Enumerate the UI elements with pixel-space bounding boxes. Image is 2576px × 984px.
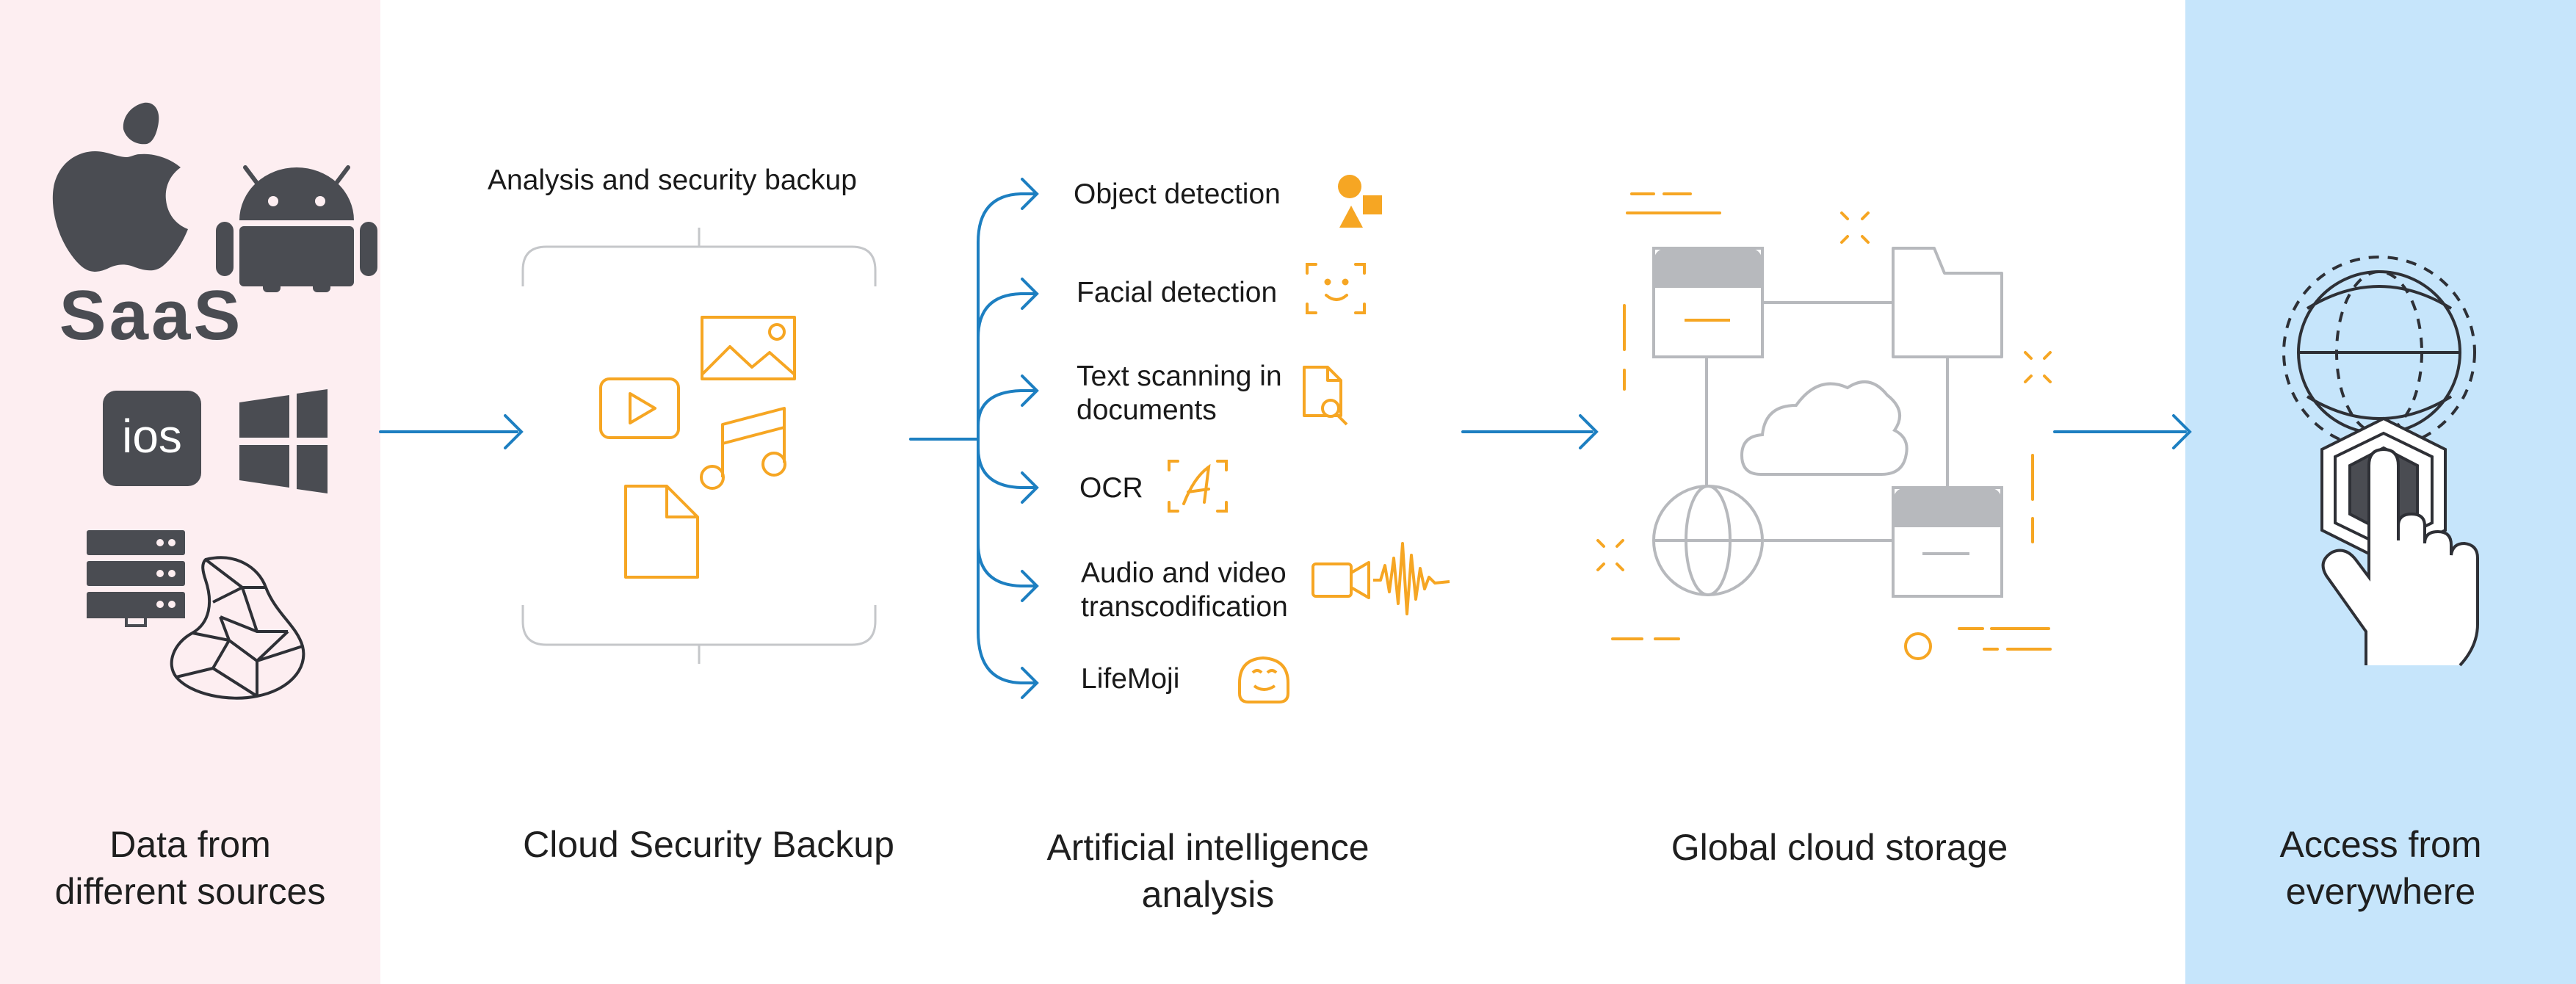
- decorative-dashes: [1596, 192, 2052, 660]
- ai-feature-lifemoji: LifeMoji: [1081, 662, 1179, 696]
- ai-feature-text-scanning: Text scanning in documents: [1077, 360, 1282, 427]
- image-icon: [701, 316, 796, 380]
- caption-line: different sources: [54, 871, 326, 912]
- flow-arrow-1: [379, 414, 524, 449]
- caption-access: Access from everywhere: [2185, 821, 2576, 915]
- caption-line: Data from: [109, 824, 271, 865]
- ai-feature-audio-video: Audio and video transcodification: [1081, 557, 1288, 624]
- document-search-icon: [1303, 366, 1348, 426]
- saas-logo: SaaS: [59, 276, 244, 355]
- backup-container: [521, 228, 877, 664]
- caption-line: everywhere: [2285, 871, 2476, 912]
- caption-backup: Cloud Security Backup: [448, 821, 969, 868]
- flow-arrow-3: [1461, 414, 1599, 449]
- document-icon: [624, 485, 699, 579]
- sources-panel: [0, 0, 380, 984]
- ai-branch-connector: [909, 178, 1039, 699]
- window-card-bottom: [1892, 486, 2003, 598]
- caption-line: Access from: [2279, 824, 2482, 865]
- face-scan-icon: [1306, 263, 1366, 314]
- ai-feature-label-line1: Text scanning in: [1077, 361, 1282, 392]
- video-waveform-icon: [1311, 542, 1450, 615]
- globe-node-icon: [1652, 485, 1764, 596]
- ocr-icon: [1168, 460, 1228, 513]
- caption-sources: Data from different sources: [0, 821, 380, 915]
- ai-feature-ocr: OCR: [1079, 471, 1143, 505]
- apple-icon: [52, 102, 189, 272]
- android-icon: [216, 165, 377, 292]
- hand-pointer-icon: [2321, 447, 2479, 667]
- ai-feature-label: Facial detection: [1077, 277, 1278, 308]
- ai-feature-label: Object detection: [1074, 178, 1281, 210]
- video-icon: [599, 377, 680, 439]
- shapes-icon: [1338, 175, 1382, 228]
- caption-line: Artificial intelligence: [1046, 827, 1370, 868]
- cloud-icon: [1740, 380, 1909, 476]
- window-card-top: [1652, 247, 1764, 358]
- windows-icon: [239, 389, 328, 493]
- ios-icon: ios: [103, 391, 201, 486]
- storage-network: [1596, 192, 2052, 660]
- folder-icon: [1892, 247, 2003, 358]
- ai-feature-facial-detection: Facial detection: [1077, 276, 1277, 310]
- ai-feature-label-line1: Audio and video: [1081, 557, 1287, 589]
- ai-feature-label: OCR: [1079, 472, 1143, 504]
- ai-feature-label-line2: documents: [1077, 394, 1217, 426]
- caption-line: analysis: [1141, 874, 1275, 915]
- ai-feature-label: LifeMoji: [1081, 663, 1180, 695]
- backup-subtitle: Analysis and security backup: [488, 164, 857, 196]
- caption-line: Global cloud storage: [1671, 827, 2008, 868]
- server-icon: [87, 530, 185, 627]
- ai-feature-object-detection: Object detection: [1074, 178, 1281, 211]
- database-icon: [170, 556, 305, 700]
- flow-arrow-4: [2053, 414, 2192, 449]
- global-access-icon: [2282, 256, 2479, 667]
- caption-ai: Artificial intelligence analysis: [984, 824, 1432, 918]
- emoji-icon: [1238, 656, 1289, 703]
- caption-line: Cloud Security Backup: [523, 824, 894, 865]
- caption-storage: Global cloud storage: [1571, 824, 2108, 871]
- ios-label: ios: [122, 410, 182, 463]
- music-icon: [700, 407, 786, 490]
- ai-feature-label-line2: transcodification: [1081, 591, 1288, 623]
